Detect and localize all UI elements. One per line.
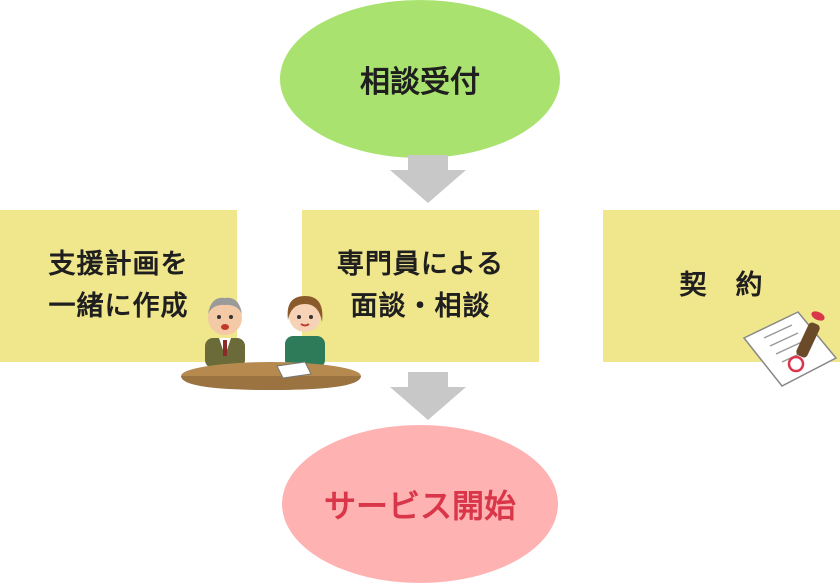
service-start-label: サービス開始 bbox=[323, 487, 516, 525]
plan-label-line-2: 一緒に作成 bbox=[48, 291, 189, 322]
consult-label-line-1: 専門員による bbox=[336, 249, 505, 280]
consult-label-line-2: 面談・相談 bbox=[350, 291, 491, 322]
plan-node: 支援計画を 一緒に作成 bbox=[0, 210, 237, 362]
intake-node: 相談受付 bbox=[280, 0, 560, 158]
service-start-node: サービス開始 bbox=[282, 425, 558, 583]
plan-label-line-1: 支援計画を bbox=[48, 249, 189, 280]
meeting-illustration-icon bbox=[181, 296, 361, 390]
consult-node: 専門員による 面談・相談 bbox=[302, 210, 539, 362]
contract-stamp-icon bbox=[742, 311, 838, 387]
contract-label: 契 約 bbox=[679, 270, 764, 301]
intake-label: 相談受付 bbox=[360, 65, 480, 100]
arrow-down-2 bbox=[390, 372, 466, 420]
arrow-down-1 bbox=[390, 155, 466, 203]
